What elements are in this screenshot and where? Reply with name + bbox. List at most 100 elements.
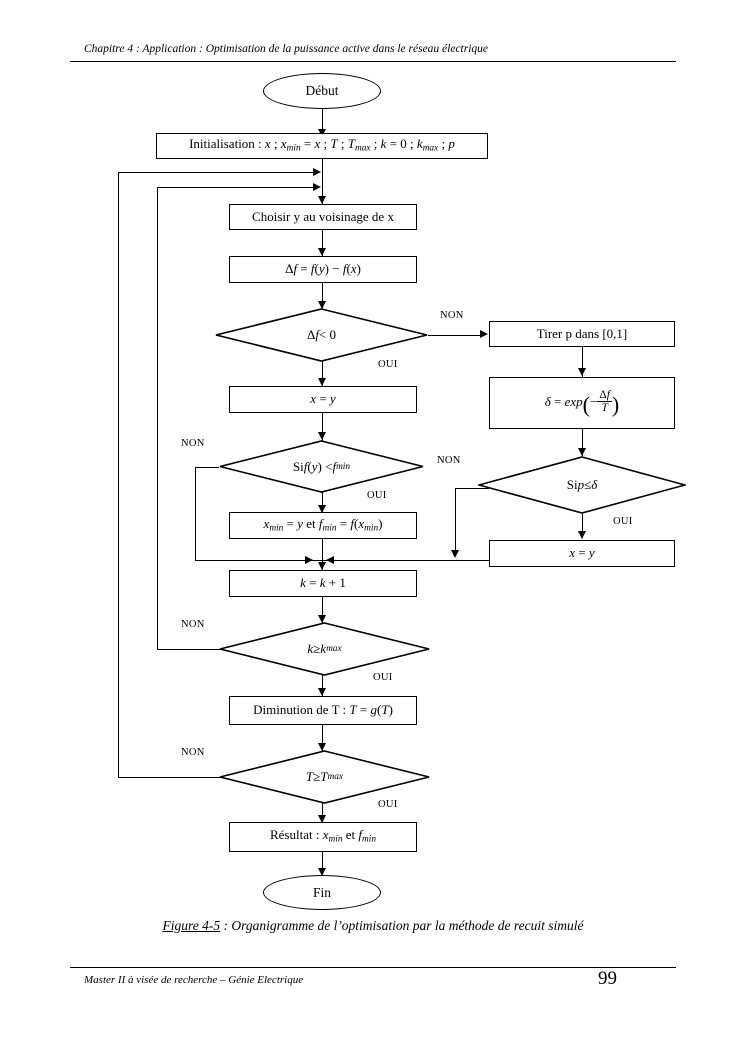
- edge-inner-loop-bottom: [156, 648, 223, 650]
- arrowhead-testp-non-merge: [450, 550, 459, 558]
- edge-label-testdelta-oui: OUI: [378, 359, 398, 370]
- node-init[interactable]: Initialisation : x ; xmin = x ; T ; Tmax…: [156, 133, 488, 159]
- edge-testp-non-v: [454, 487, 456, 550]
- edge-tirerp-to-deltaexp: [581, 347, 583, 377]
- node-init-label: Initialisation : x ; xmin = x ; T ; Tmax…: [189, 136, 455, 154]
- diamond-shape-icon: [478, 456, 686, 514]
- arrowhead-test-T: [317, 743, 326, 751]
- edge-deltaexp-to-testp: [581, 429, 583, 456]
- edge-testT-oui: [321, 802, 323, 822]
- diamond-shape-icon: [219, 440, 424, 493]
- edge-result-to-end: [321, 852, 323, 875]
- edge-assignleft-to-testfmin: [321, 413, 323, 441]
- edge-label-testfmin-non-left: NON: [181, 438, 205, 449]
- node-update-min[interactable]: xmin = y et fmin = f(xmin): [229, 512, 417, 539]
- arrowhead-test-fmin: [317, 432, 326, 440]
- node-end[interactable]: Fin: [263, 875, 381, 910]
- running-head: Chapitre 4 : Application : Optimisation …: [84, 43, 489, 55]
- edge-label-testp-oui: OUI: [613, 516, 633, 527]
- node-start[interactable]: Début: [263, 73, 381, 109]
- edge-inner-loop-top: [156, 187, 316, 189]
- edge-testdelta-non: [428, 334, 483, 336]
- node-k-increment[interactable]: k = k + 1: [229, 570, 417, 597]
- edge-decreaseT-to-testT: [321, 725, 323, 751]
- arrowhead-result: [317, 815, 326, 823]
- node-delta-f-label: Δf = f(y) − f(x): [285, 261, 361, 277]
- edge-label-testk-oui: OUI: [373, 672, 393, 683]
- page-number: 99: [598, 968, 617, 989]
- arrowhead-inner-loop: [313, 183, 321, 191]
- node-end-label: Fin: [312, 884, 331, 900]
- node-test-p[interactable]: Si p ≤ δ: [478, 456, 686, 514]
- edge-testfmin-non-left-h: [195, 466, 219, 468]
- edge-update-to-merge: [321, 539, 323, 561]
- node-result-label: Résultat : xmin et fmin: [269, 827, 377, 845]
- header-rule: [70, 61, 676, 62]
- edge-testfmin-non-left-v: [194, 466, 196, 561]
- node-choose-y-label: Choisir y au voisinage de x: [252, 208, 394, 224]
- figure-caption-text: : Organigramme de l’optimisation par la …: [220, 918, 584, 933]
- node-assign-x-right[interactable]: x = y: [489, 540, 675, 567]
- arrowhead-test-delta: [317, 301, 326, 309]
- node-test-p-label: Si p ≤ δ: [566, 477, 598, 492]
- node-result[interactable]: Résultat : xmin et fmin: [229, 822, 417, 852]
- figure-number: Figure 4-5: [162, 918, 221, 933]
- edge-label-testfmin-non-right: NON: [437, 455, 461, 466]
- edge-testdelta-oui: [321, 361, 323, 386]
- node-update-min-label: xmin = y et fmin = f(xmin): [263, 515, 383, 534]
- edge-choose-to-deltaf: [321, 229, 323, 256]
- figure-caption: Figure 4-5 : Organigramme de l’optimisat…: [70, 918, 676, 934]
- edge-testp-oui: [581, 514, 583, 538]
- arrowhead-decrease-T: [317, 688, 326, 696]
- node-decrease-T-label: Diminution de T : T = g(T): [253, 702, 393, 718]
- edge-outer-loop-top: [117, 172, 316, 174]
- arrowhead-k-increment: [317, 562, 326, 570]
- running-footer: Master II à visée de recherche – Génie E…: [84, 974, 304, 986]
- arrowhead-update-min: [317, 505, 326, 513]
- node-assign-x-right-label: x = y: [569, 545, 595, 561]
- footer-rule: [70, 967, 676, 968]
- diamond-shape-icon: [219, 750, 430, 804]
- edge-start-to-init: [321, 109, 323, 137]
- node-assign-x-left[interactable]: x = y: [229, 386, 417, 413]
- edge-inner-loop-vertical: [156, 187, 158, 649]
- edge-testk-oui: [321, 674, 323, 696]
- arrowhead-merge-from-right: [326, 556, 334, 564]
- node-k-increment-label: k = k + 1: [300, 575, 346, 591]
- arrowhead-assign-right: [577, 531, 586, 539]
- edge-testp-non-h: [455, 487, 489, 489]
- arrowhead-test-p: [577, 448, 586, 456]
- diamond-shape-icon: [215, 308, 428, 362]
- edge-label-testk-non: NON: [181, 619, 205, 630]
- node-delta-f[interactable]: Δf = f(y) − f(x): [229, 256, 417, 283]
- node-assign-x-left-label: x = y: [310, 391, 336, 407]
- edge-label-testdelta-non: NON: [440, 310, 464, 321]
- edge-deltaf-to-test: [321, 283, 323, 308]
- arrowhead-tirer-p: [480, 330, 488, 338]
- arrowhead-test-k: [317, 615, 326, 623]
- edge-outer-loop-vertical: [117, 172, 119, 778]
- edge-testfmin-oui: [321, 492, 323, 512]
- edge-merge-bar: [194, 560, 491, 562]
- edge-label-testT-oui: OUI: [378, 799, 398, 810]
- node-draw-p[interactable]: Tirer p dans [0,1]: [489, 321, 675, 347]
- edge-kinc-to-testk: [321, 597, 323, 623]
- arrowhead-merge-from-left: [305, 556, 313, 564]
- node-decrease-T[interactable]: Diminution de T : T = g(T): [229, 696, 417, 725]
- edge-outer-loop-bottom: [117, 776, 223, 778]
- arrowhead-delta-exp: [577, 368, 586, 376]
- node-choose-y[interactable]: Choisir y au voisinage de x: [229, 204, 417, 230]
- arrowhead-end: [317, 868, 326, 876]
- arrowhead-assign-left: [317, 378, 326, 386]
- arrowhead-outer-loop: [313, 168, 321, 176]
